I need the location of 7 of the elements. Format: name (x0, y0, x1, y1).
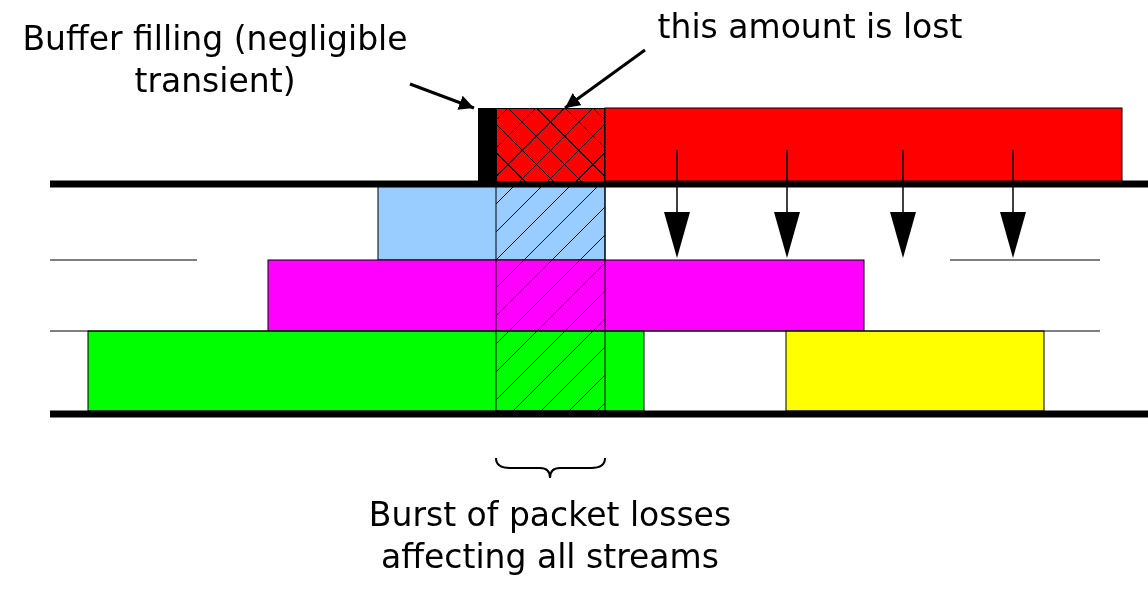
annotation-text: Buffer filling (negligible transient) (10, 18, 420, 108)
leader-line (564, 48, 646, 110)
hatched-region (496, 108, 605, 182)
buffer-bar (478, 108, 496, 182)
annotation-text: Burst of packet losses affecting all streams (367, 494, 733, 578)
leader-line (409, 82, 475, 110)
annotation-text: this amount is lost (620, 6, 1000, 50)
